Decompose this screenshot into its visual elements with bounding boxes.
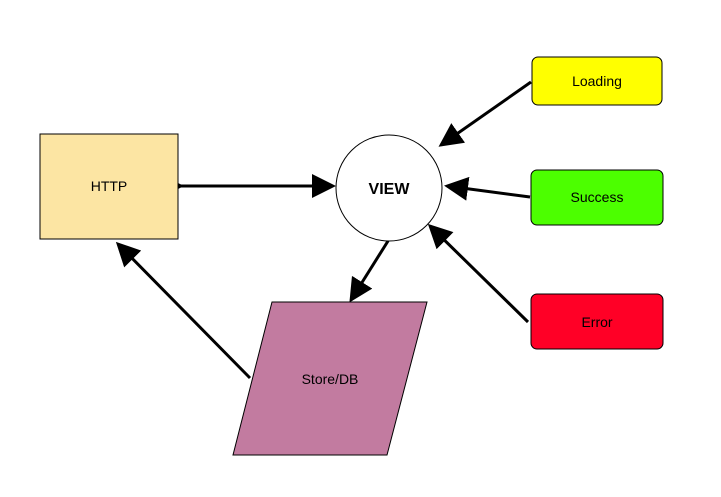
success-label: Success	[571, 189, 624, 205]
node-error[interactable]: Error	[530, 293, 664, 350]
success-box	[530, 169, 664, 226]
edge-error-view	[427, 223, 530, 324]
node-http[interactable]: HTTP	[39, 133, 179, 240]
store-label: Store/DB	[302, 371, 359, 387]
store-parallelogram	[232, 301, 428, 456]
edge-store-http	[115, 241, 252, 380]
node-loading[interactable]: Loading	[531, 56, 663, 106]
view-circle	[335, 134, 443, 242]
edge-view-store	[349, 240, 390, 303]
edges	[115, 80, 532, 380]
http-label: HTTP	[91, 178, 128, 194]
loading-box	[531, 56, 663, 106]
error-label: Error	[581, 314, 612, 330]
edge-loading-view	[438, 80, 532, 147]
node-view[interactable]: VIEW	[335, 134, 443, 242]
loading-label: Loading	[572, 73, 622, 89]
error-box	[530, 293, 664, 350]
http-box	[39, 133, 179, 240]
view-label: VIEW	[369, 181, 411, 198]
node-success[interactable]: Success	[530, 169, 664, 226]
node-store[interactable]: Store/DB	[232, 301, 428, 456]
edge-success-view	[444, 176, 531, 201]
